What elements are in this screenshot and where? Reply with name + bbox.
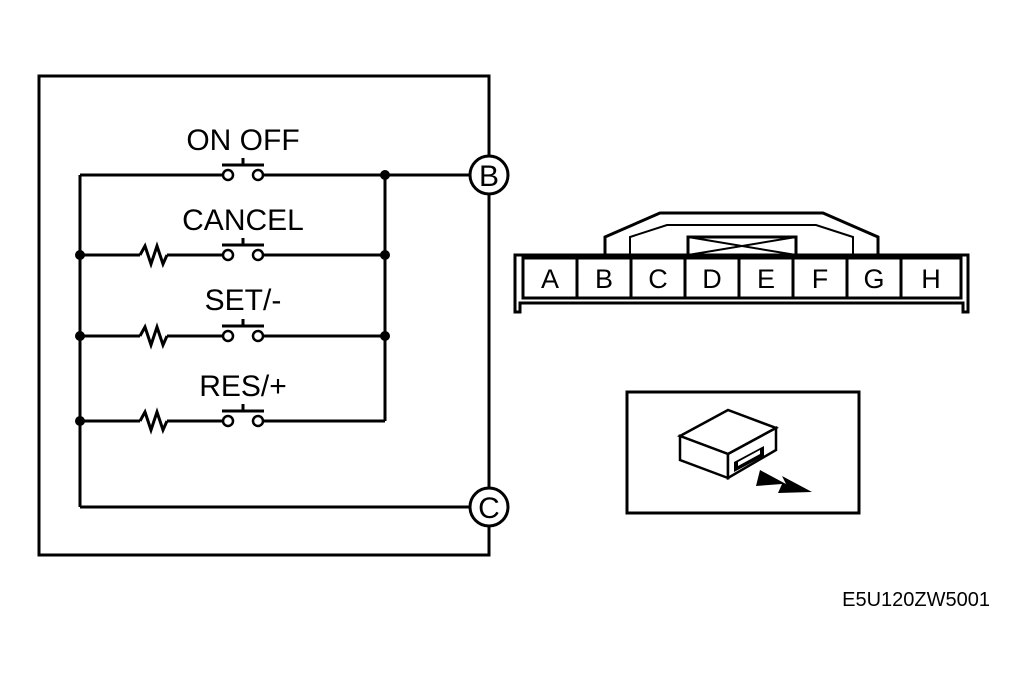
pin-h-label: H (921, 264, 941, 294)
res-switch (80, 404, 385, 435)
set-label: SET/- (205, 284, 282, 317)
pin-d-label: D (702, 264, 722, 294)
terminal-c-label: C (478, 492, 500, 525)
view-direction-inset (625, 390, 861, 515)
switch-schematic: ON OFF CANCEL SET/- RES/+ B C (37, 74, 510, 557)
pin-b-label: B (595, 264, 613, 294)
terminal-c: C (468, 486, 510, 528)
on-off-label: ON OFF (186, 124, 299, 157)
cancel-label: CANCEL (182, 204, 304, 237)
connector-block-icon (676, 408, 780, 481)
pin-cells (521, 256, 963, 300)
pin-a-label: A (541, 264, 559, 294)
view-arrow-icon (756, 470, 812, 493)
pin-e-label: E (757, 264, 775, 294)
pin-c-label: C (648, 264, 668, 294)
set-switch (80, 319, 385, 350)
cancel-switch (80, 238, 385, 269)
on-off-switch (80, 158, 385, 182)
terminal-b-label: B (479, 160, 499, 193)
pin-g-label: G (863, 264, 884, 294)
switch-housing (37, 74, 491, 557)
figure-code: E5U120ZW5001 (842, 589, 990, 611)
pin-f-label: F (812, 264, 829, 294)
junction-dots (75, 170, 390, 426)
terminal-b: B (468, 154, 510, 196)
res-label: RES/+ (199, 370, 287, 403)
connector-face: A B C D E F G H (513, 211, 970, 314)
